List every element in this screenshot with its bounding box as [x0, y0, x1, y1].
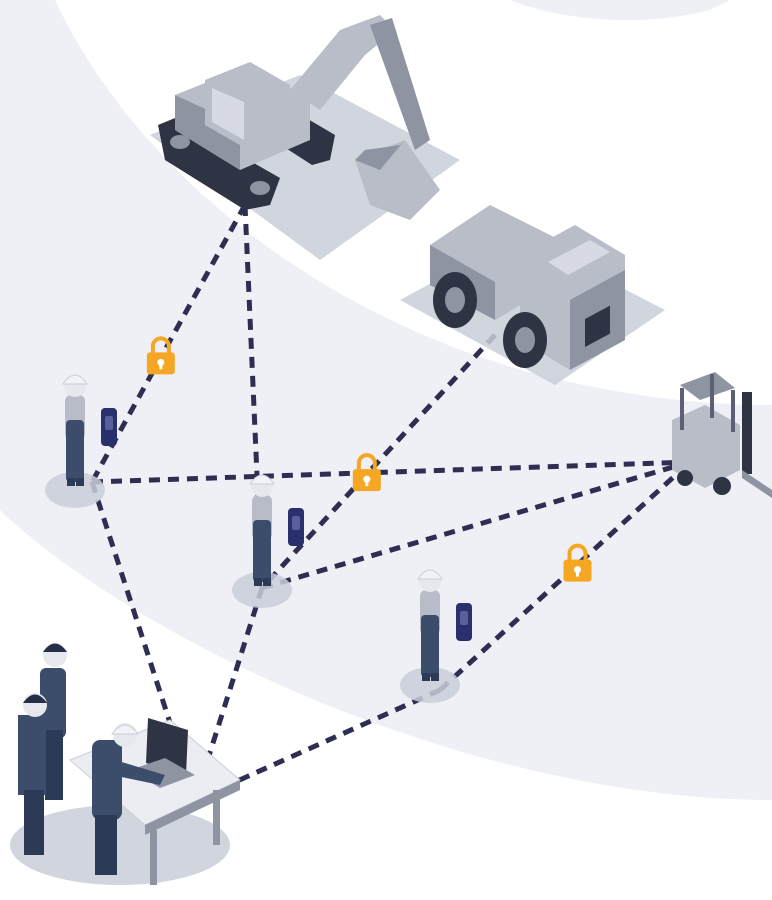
background-shapes [0, 0, 772, 800]
excavator-icon [150, 15, 460, 260]
truck-grille [585, 305, 610, 347]
forklift-wheel [713, 477, 731, 495]
excavator-wheel [250, 181, 270, 195]
forklift-forks [742, 470, 772, 498]
encryption-locks [146, 336, 592, 582]
padlock-icon [563, 543, 592, 582]
forklift-cage [680, 372, 735, 400]
truck-hub [445, 287, 465, 313]
operator-typing-icon [92, 723, 165, 875]
control-station-icon [10, 643, 241, 885]
excavator-body-side [175, 95, 240, 170]
excavator-wheel [170, 135, 190, 149]
forklift-wheel [677, 470, 693, 486]
laptop-base [130, 758, 195, 788]
operator-standing-icon [40, 643, 67, 800]
excavator-boom [290, 15, 395, 110]
background-curve [0, 0, 772, 800]
truck-windshield [548, 240, 610, 275]
excavator-bucket-teeth [355, 140, 405, 170]
background-top-arc [510, 0, 730, 21]
excavator-cab-window [212, 88, 244, 140]
excavator-arm [370, 18, 430, 150]
connection-worker-center-forklift [261, 459, 691, 591]
forklift-body [672, 405, 740, 488]
operator-standing-icon [18, 693, 47, 855]
connection-excavator-worker-center [242, 204, 265, 589]
connection-worker-right-control-station [193, 687, 442, 803]
forklift-icon [672, 372, 772, 498]
desk-leg [150, 830, 157, 885]
padlock-icon [352, 453, 381, 492]
dump-truck-icon [400, 205, 665, 385]
station-floor-shadow [10, 805, 230, 885]
laptop-screen [146, 718, 188, 775]
truck-hub [515, 327, 535, 353]
desk-leg [213, 790, 220, 845]
forklift-mast [742, 392, 752, 474]
connection-worker-left-forklift [91, 459, 691, 485]
padlock-icon [146, 336, 175, 375]
